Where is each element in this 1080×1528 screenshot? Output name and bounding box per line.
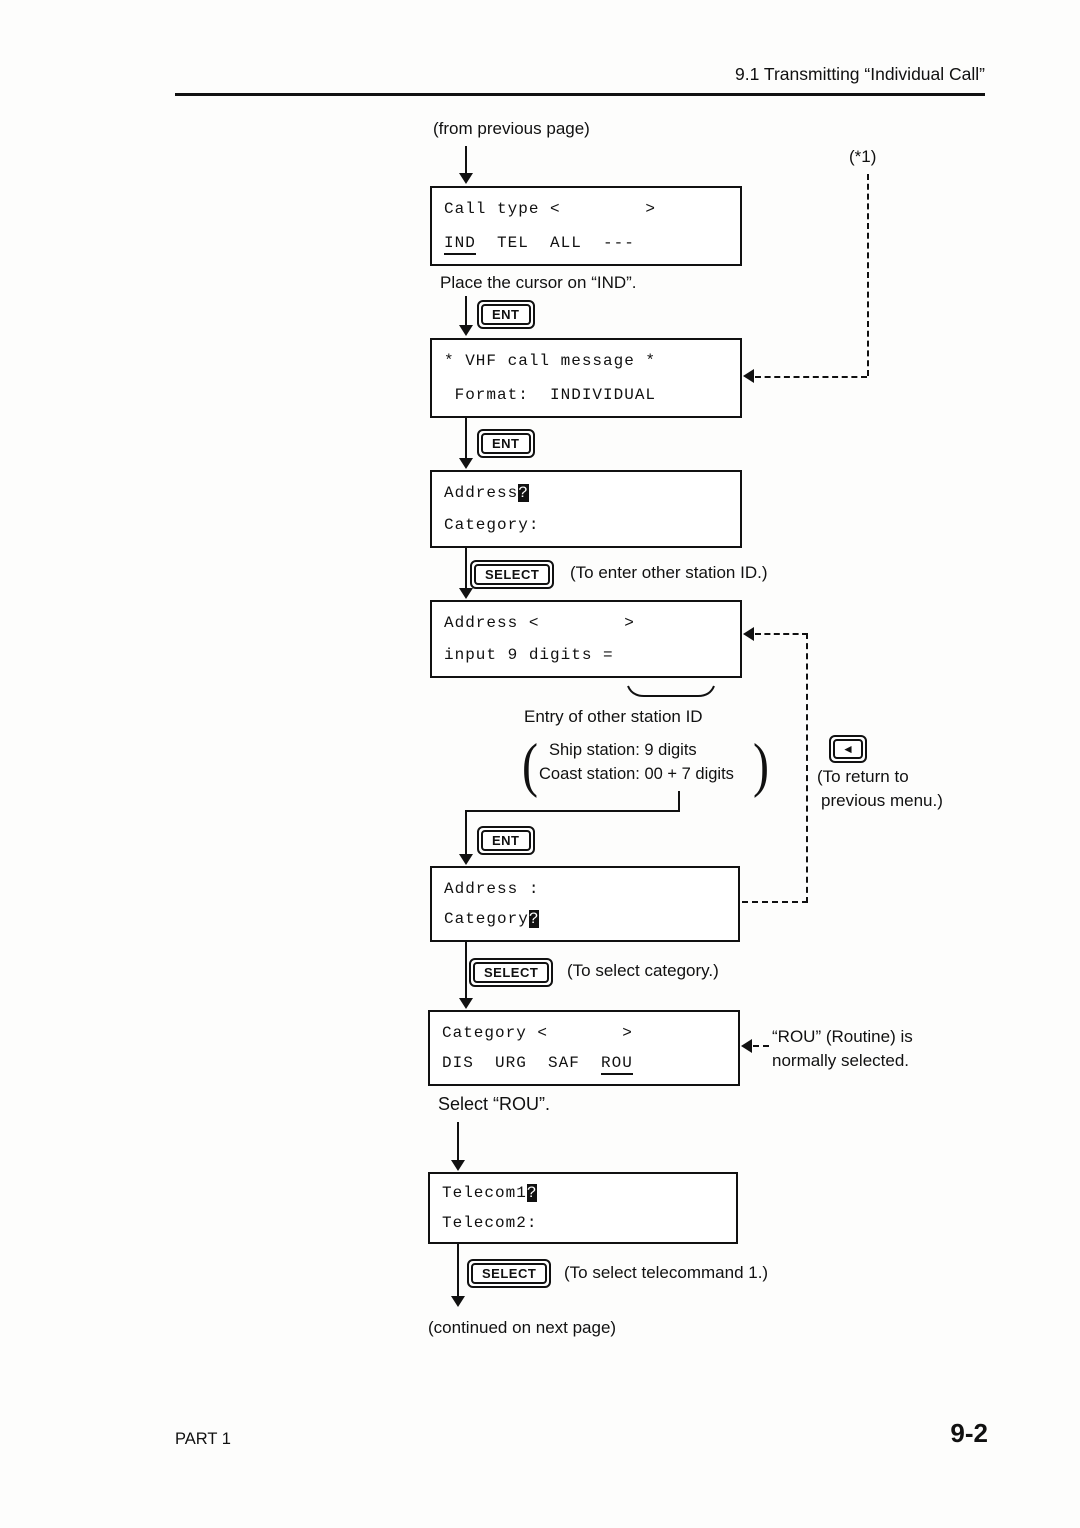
lcd-address-category-box: Address : Category? (430, 866, 740, 942)
dashed-line (753, 1045, 769, 1047)
ent-key: ENT (477, 826, 535, 855)
lcd-vhf-message-box: * VHF call message * Format: INDIVIDUAL (430, 338, 742, 418)
lcd-line: DIS URG SAF ROU (442, 1054, 633, 1075)
lcd-rou-underlined: ROU (601, 1054, 633, 1075)
select-key: SELECT (469, 958, 554, 987)
ent-key: ENT (477, 300, 535, 329)
footnote-ref: (*1) (849, 147, 877, 166)
header-rule (175, 93, 985, 96)
dashed-line (755, 376, 867, 378)
flow-line (465, 810, 680, 812)
arrow-down-icon (459, 458, 473, 469)
rou-note-line2: normally selected. (772, 1051, 910, 1070)
select-category-note: (To select category.) (567, 961, 719, 980)
lcd-text: Telecom1 (442, 1184, 527, 1202)
rou-note-line1: “ROU” (Routine) is (772, 1027, 913, 1046)
lcd-line: Address? (444, 484, 529, 502)
dashed-line (755, 633, 808, 635)
flow-line (457, 1244, 459, 1299)
lcd-call-type-box: Call type < > IND TEL ALL --- (430, 186, 742, 266)
paren-close: ) (753, 732, 769, 799)
arrow-down-icon (459, 998, 473, 1009)
coast-station-note: Coast station: 00 + 7 digits (539, 765, 734, 783)
flow-line (457, 1122, 459, 1162)
underbrace (627, 685, 715, 697)
arrow-down-icon (459, 854, 473, 865)
arrow-left-icon (743, 369, 754, 383)
dashed-line (806, 633, 808, 903)
flow-line (465, 146, 467, 176)
select-key-label: SELECT (474, 564, 551, 585)
lcd-cursor: ? (528, 910, 540, 928)
select-key-label: SELECT (473, 962, 550, 983)
return-note-line1: (To return to (817, 767, 909, 786)
lcd-line: IND TEL ALL --- (444, 234, 635, 255)
flow-line (465, 942, 467, 1000)
lcd-line-rest: TEL ALL --- (475, 234, 635, 252)
flow-line (465, 548, 467, 589)
lcd-address-box: Address? Category: (430, 470, 742, 548)
back-key-label: ◄ (833, 739, 864, 759)
place-cursor-note: Place the cursor on “IND”. (440, 273, 637, 292)
arrow-down-icon (459, 325, 473, 336)
flow-line (678, 791, 680, 812)
ent-key: ENT (477, 429, 535, 458)
select-key-label: SELECT (471, 1263, 548, 1284)
enter-station-note: (To enter other station ID.) (570, 563, 768, 582)
entry-station-note: Entry of other station ID (524, 707, 703, 726)
select-key: SELECT (467, 1259, 552, 1288)
select-key: SELECT (470, 560, 555, 589)
lcd-line: Telecom1? (442, 1184, 538, 1202)
select-telecommand-note: (To select telecommand 1.) (564, 1263, 769, 1282)
lcd-address-input-box: Address < > input 9 digits = (430, 600, 742, 678)
lcd-text: Category (444, 910, 529, 928)
arrow-down-icon (459, 588, 473, 599)
lcd-text: Address (444, 484, 519, 502)
arrow-down-icon (451, 1160, 465, 1171)
lcd-line: Address : (444, 880, 540, 898)
lcd-line: Format: INDIVIDUAL (444, 386, 657, 404)
page-header-section: 9.1 Transmitting “Individual Call” (735, 64, 985, 84)
lcd-cursor: ? (526, 1184, 538, 1202)
lcd-line: Category? (444, 910, 540, 928)
dashed-line (742, 901, 808, 903)
ent-key-label: ENT (481, 433, 531, 454)
footer-page-number: 9-2 (950, 1418, 988, 1448)
lcd-line: * VHF call message * (444, 352, 657, 370)
continued-note: (continued on next page) (428, 1318, 617, 1337)
lcd-line: Address < > (444, 614, 635, 632)
lcd-line: Call type < > (444, 200, 657, 218)
back-key: ◄ (829, 735, 868, 763)
arrow-down-icon (459, 173, 473, 184)
ent-key-label: ENT (481, 304, 531, 325)
flow-line (465, 296, 467, 326)
arrow-down-icon (451, 1296, 465, 1307)
footer-part-label: PART 1 (175, 1430, 231, 1448)
lcd-line: Telecom2: (442, 1214, 538, 1232)
flow-line (465, 418, 467, 458)
arrow-left-icon (741, 1039, 752, 1053)
lcd-category-box: Category < > DIS URG SAF ROU (428, 1010, 740, 1086)
lcd-line: Category: (444, 516, 540, 534)
arrow-left-icon (743, 627, 754, 641)
flow-line (465, 810, 467, 857)
from-previous-note: (from previous page) (433, 119, 590, 138)
lcd-line-rest: DIS URG SAF (442, 1054, 602, 1072)
dashed-line (867, 174, 869, 376)
lcd-line: input 9 digits = (444, 646, 614, 664)
select-rou-note: Select “ROU”. (438, 1094, 551, 1114)
return-note-line2: previous menu.) (821, 791, 943, 810)
ent-key-label: ENT (481, 830, 531, 851)
lcd-ind-underlined: IND (444, 234, 476, 255)
ship-station-note: Ship station: 9 digits (549, 741, 697, 759)
lcd-cursor: ? (518, 484, 529, 502)
paren-open: ( (522, 732, 538, 799)
lcd-line: Category < > (442, 1024, 633, 1042)
lcd-telecom-box: Telecom1? Telecom2: (428, 1172, 738, 1244)
